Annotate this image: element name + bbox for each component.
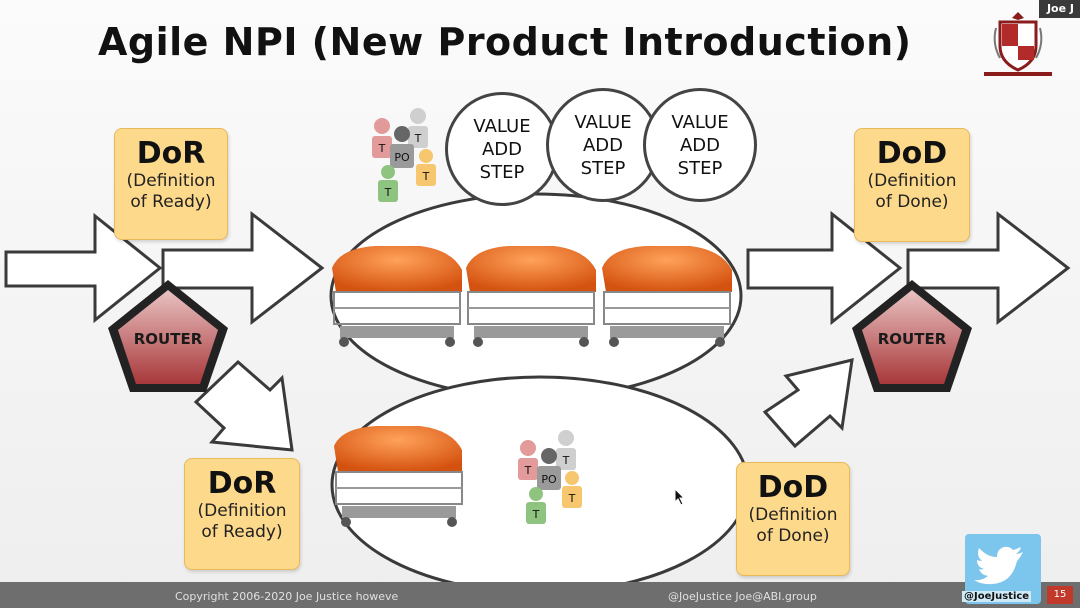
svg-text:T: T <box>562 454 570 467</box>
scrum-team-icon-top: T T PO T T <box>372 108 436 202</box>
route-down-arrow <box>193 359 294 452</box>
twitter-handle: @JoeJustice <box>962 591 1032 602</box>
svg-text:T: T <box>378 142 386 155</box>
dor-abbr: DoR <box>207 466 277 501</box>
svg-text:T: T <box>414 132 422 145</box>
car-chassis-2 <box>466 246 596 347</box>
svg-text:T: T <box>524 464 532 477</box>
dor-box-top: DoR (Definition of Ready) <box>114 128 228 240</box>
copyright-text: Copyright 2006-2020 Joe Justice howeve <box>175 590 399 603</box>
team-ellipse-top <box>329 192 743 400</box>
dod-abbr: DoD <box>757 470 829 505</box>
dod-abbr: DoD <box>876 136 948 171</box>
router-label-right: ROUTER <box>877 330 947 348</box>
dor-abbr: DoR <box>136 136 206 171</box>
scrum-team-icon-bottom: T T PO T T <box>518 430 582 524</box>
dod-box-top: DoD (Definition of Done) <box>854 128 970 242</box>
car-chassis-1 <box>332 246 462 347</box>
dor-box-bottom: DoR (Definition of Ready) <box>184 458 300 570</box>
router-label-left: ROUTER <box>133 330 203 348</box>
svg-text:PO: PO <box>394 151 410 164</box>
car-chassis-3 <box>602 246 732 347</box>
dod-box-bottom: DoD (Definition of Done) <box>736 462 850 576</box>
svg-text:T: T <box>568 492 576 505</box>
twitter-bird-icon <box>974 546 1023 585</box>
mouse-cursor-icon <box>674 488 686 506</box>
car-chassis-4 <box>334 426 463 527</box>
footer-bar <box>0 582 1080 608</box>
svg-text:T: T <box>384 186 392 199</box>
participant-name-tag: Joe J <box>1038 0 1080 18</box>
route-up-arrow <box>762 358 854 449</box>
page-number: 15 <box>1047 586 1073 604</box>
router-right-shape <box>852 280 972 392</box>
slide-title: Agile NPI (New Product Introduction) <box>98 20 912 64</box>
contact-text: @JoeJustice Joe@ABI.group <box>668 590 817 603</box>
input-arrow <box>4 212 163 324</box>
svg-text:T: T <box>422 170 430 183</box>
academy-logo-icon <box>984 12 1052 76</box>
output-arrow <box>906 210 1071 326</box>
svg-text:PO: PO <box>541 473 557 486</box>
svg-text:T: T <box>532 508 540 521</box>
router-left-shape <box>108 280 228 392</box>
